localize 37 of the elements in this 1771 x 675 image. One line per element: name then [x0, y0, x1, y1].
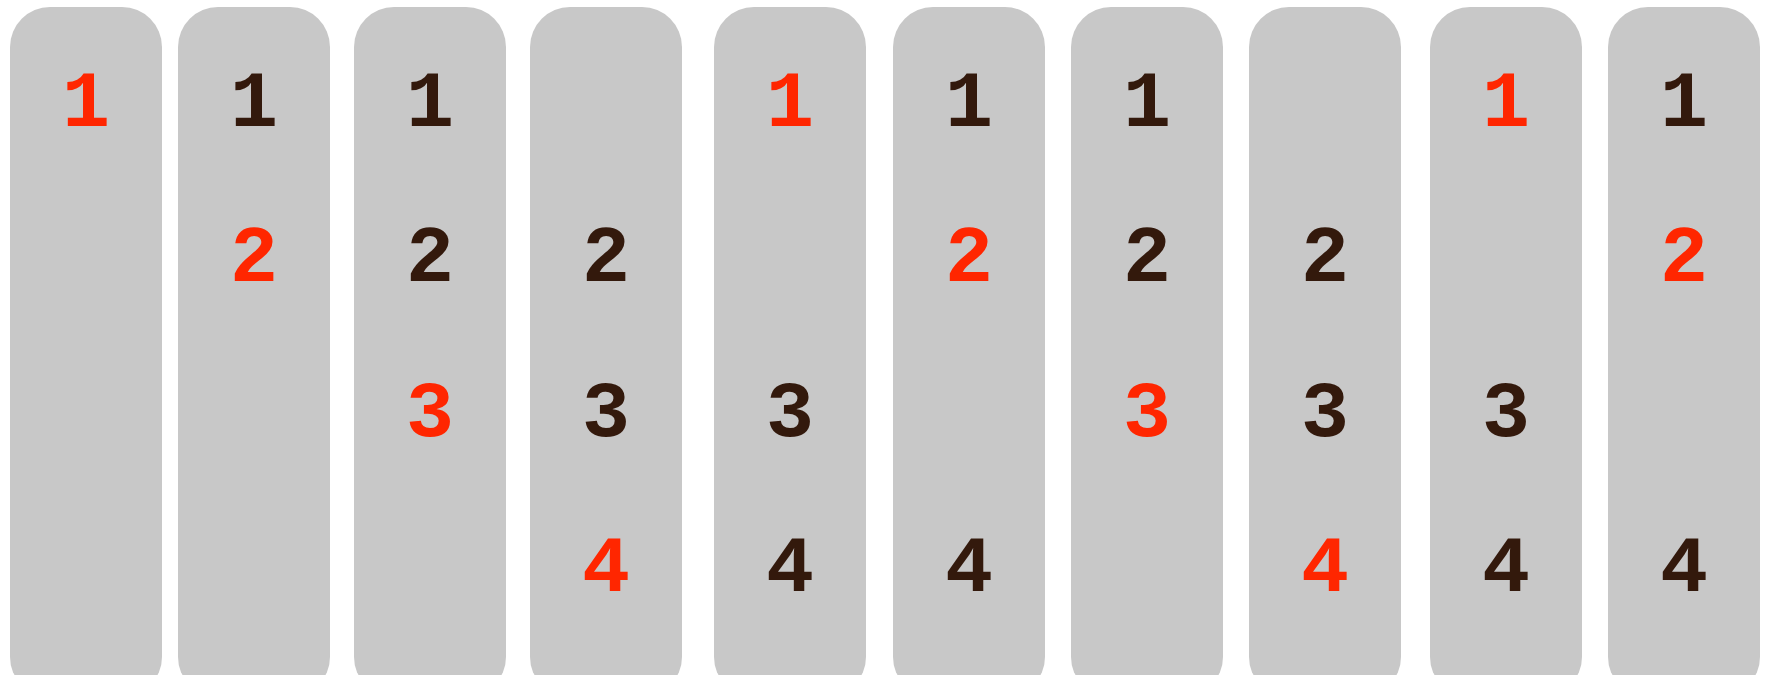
- number: 1: [1660, 65, 1708, 145]
- number: 4: [766, 530, 814, 610]
- column-bar: [1430, 7, 1582, 675]
- highlighted-number: 2: [230, 220, 278, 300]
- highlighted-number: 1: [1482, 65, 1530, 145]
- column-bar: [530, 7, 682, 675]
- column-bar: [1071, 7, 1223, 675]
- number: 1: [1123, 65, 1171, 145]
- number: 4: [945, 530, 993, 610]
- highlighted-number: 3: [1123, 375, 1171, 455]
- highlighted-number: 3: [406, 375, 454, 455]
- column-bar: [714, 7, 866, 675]
- number: 3: [1301, 375, 1349, 455]
- number: 1: [945, 65, 993, 145]
- number: 3: [1482, 375, 1530, 455]
- number: 3: [582, 375, 630, 455]
- column-bar: [10, 7, 162, 675]
- number: 4: [1482, 530, 1530, 610]
- column-bar: [1608, 7, 1760, 675]
- number: 2: [1123, 220, 1171, 300]
- highlighted-number: 4: [582, 530, 630, 610]
- number: 1: [230, 65, 278, 145]
- number: 2: [1301, 220, 1349, 300]
- column-bar: [178, 7, 330, 675]
- number: 2: [406, 220, 454, 300]
- number: 2: [582, 220, 630, 300]
- highlighted-number: 4: [1301, 530, 1349, 610]
- highlighted-number: 2: [945, 220, 993, 300]
- column-bar: [1249, 7, 1401, 675]
- column-bar: [893, 7, 1045, 675]
- number: 3: [766, 375, 814, 455]
- number: 1: [406, 65, 454, 145]
- column-bar: [354, 7, 506, 675]
- highlighted-number: 1: [766, 65, 814, 145]
- highlighted-number: 1: [62, 65, 110, 145]
- highlighted-number: 2: [1660, 220, 1708, 300]
- number: 4: [1660, 530, 1708, 610]
